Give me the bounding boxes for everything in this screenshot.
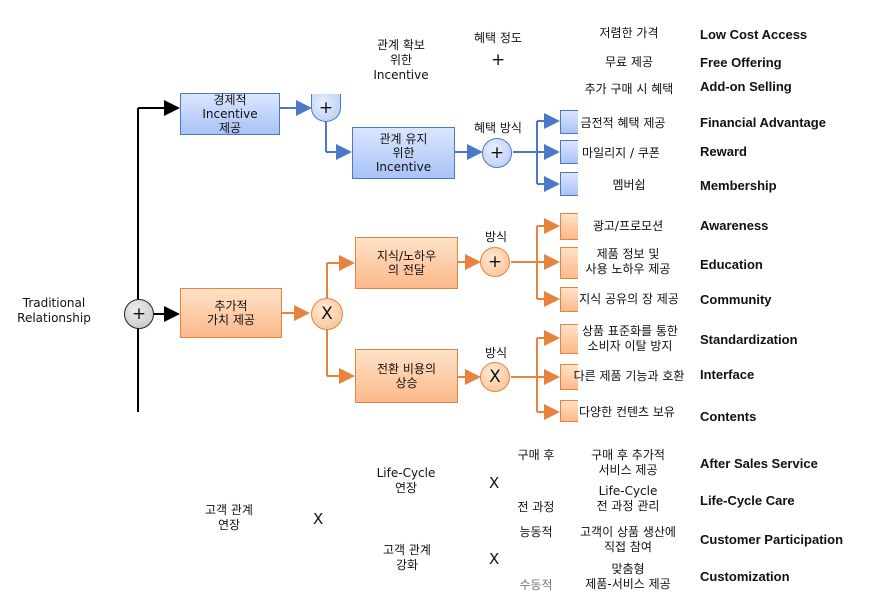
standardization-ko: 상품 표준화를 통한 소비자 이탈 방지 (582, 324, 678, 353)
add-on-en: Add-on Selling (700, 79, 792, 94)
free-offering-en: Free Offering (700, 55, 782, 70)
benefit-degree-plus: + (491, 50, 506, 70)
extend-relationship-label: 고객 관계 연장 (205, 503, 253, 532)
strengthen-relationship-label: 고객 관계 강화 (383, 543, 431, 572)
knowhow-plus-operator: + (480, 247, 510, 277)
lifecycle-extend-label: Life-Cycle 연장 (376, 466, 436, 495)
extend-x-operator: X (313, 510, 324, 528)
financial-advantage-en: Financial Advantage (700, 115, 826, 130)
passive-tag: 수동적 (519, 578, 553, 592)
interface-ko: 다른 제품 기능과 호환 (573, 369, 685, 383)
interface-box (560, 364, 578, 390)
community-en: Community (700, 292, 772, 307)
active-tag: 능동적 (519, 525, 553, 539)
after-sales-ko: 구매 후 추가적 서비스 제공 (591, 448, 665, 477)
community-box (560, 287, 578, 312)
awareness-box (560, 213, 578, 240)
lifecycle-care-en: Life-Cycle Care (700, 493, 795, 508)
awareness-en: Awareness (700, 218, 769, 233)
membership-en: Membership (700, 178, 777, 193)
awareness-ko: 광고/프로모션 (592, 219, 664, 233)
contents-box (560, 400, 578, 422)
strengthen-x-operator: X (489, 550, 500, 568)
incentive-join-plus: + (311, 94, 341, 122)
education-box (560, 247, 578, 279)
whole-process-tag: 전 과정 (517, 500, 555, 514)
interface-en: Interface (700, 367, 755, 382)
secure-incentive-label: 관계 확보 위한 Incentive (373, 38, 429, 82)
lifecycle-care-ko: Life-Cycle 전 과정 관리 (596, 484, 660, 513)
reward-box (560, 140, 578, 164)
participation-ko: 고객이 상품 생산에 직접 참여 (580, 525, 676, 554)
after-sales-en: After Sales Service (700, 456, 818, 471)
customization-ko: 맞춤형 제품-서비스 제공 (585, 562, 671, 591)
reward-ko: 마일리지 / 쿠폰 (582, 146, 660, 160)
financial-advantage-ko: 금전적 혜택 제공 (580, 116, 666, 130)
participation-en: Customer Participation (700, 532, 844, 547)
contents-ko: 다양한 컨텐츠 보유 (579, 405, 675, 419)
community-ko: 지식 공유의 장 제공 (579, 292, 679, 306)
customization-en: Customization (700, 569, 790, 584)
after-purchase-tag: 구매 후 (517, 448, 555, 462)
keep-relationship-incentive-box: 관계 유지 위한 Incentive (352, 127, 455, 179)
additional-value-box: 추가적 가치 제공 (180, 288, 282, 338)
economic-incentive-box: 경제적 Incentive 제공 (180, 93, 280, 135)
root-label: Traditional Relationship (17, 296, 91, 325)
reward-en: Reward (700, 144, 747, 159)
low-cost-en: Low Cost Access (700, 27, 808, 42)
benefit-method-plus: + (482, 138, 512, 168)
education-en: Education (700, 257, 763, 272)
knowhow-transfer-box: 지식/노하우 의 전달 (355, 237, 458, 289)
switching-cost-box: 전환 비용의 상승 (355, 349, 458, 403)
root-plus-operator: + (124, 299, 154, 329)
knowhow-method-label: 방식 (484, 230, 508, 244)
add-on-ko: 추가 구매 시 혜택 (584, 82, 674, 96)
free-offering-ko: 무료 제공 (605, 55, 653, 69)
standardization-box (560, 324, 578, 354)
education-ko: 제품 정보 및 사용 노하우 제공 (585, 247, 671, 276)
standardization-en: Standardization (700, 332, 798, 347)
financial-advantage-box (560, 110, 578, 134)
membership-ko: 멤버쉽 (612, 178, 646, 192)
benefit-method-label: 혜택 방식 (474, 121, 522, 135)
switch-x-operator: X (480, 362, 510, 392)
lifecycle-x-operator: X (489, 474, 500, 492)
membership-box (560, 172, 578, 196)
contents-en: Contents (700, 409, 757, 424)
switch-method-label: 방식 (484, 346, 508, 360)
low-cost-ko: 저렴한 가격 (599, 26, 659, 40)
benefit-degree-label: 혜택 정도 (474, 31, 522, 45)
value-x-operator: X (311, 298, 343, 330)
